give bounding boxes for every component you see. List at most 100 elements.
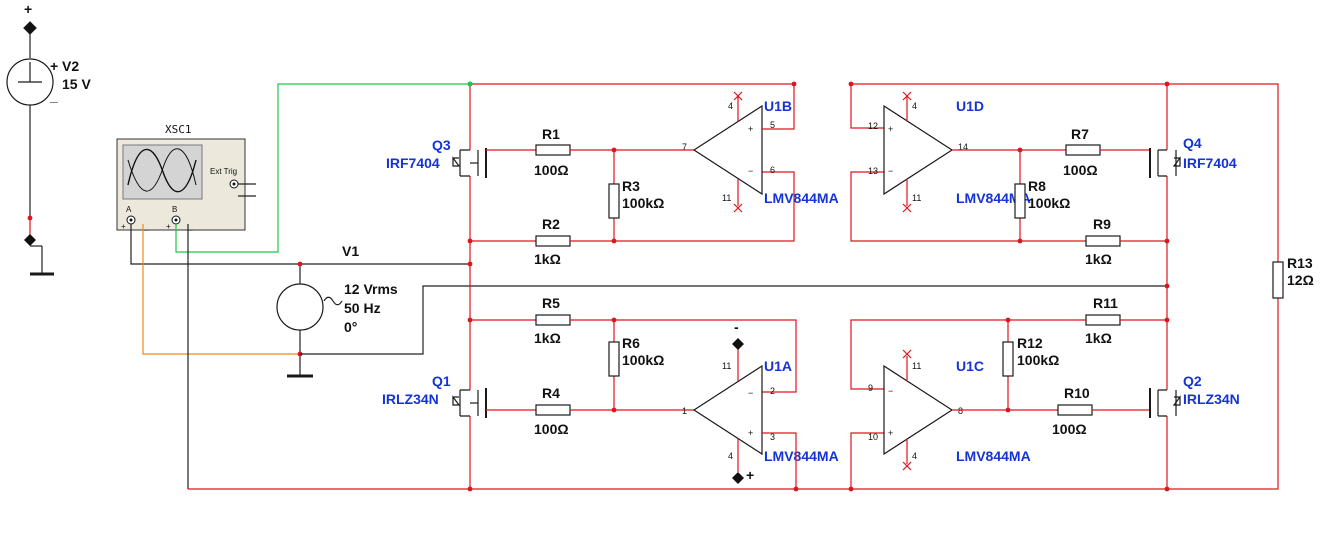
v1-ac-source[interactable]: V1 12 Vrms 50 Hz 0°	[276, 243, 398, 378]
r11-value: 1kΩ	[1085, 330, 1112, 346]
wire-u1a-inp	[762, 432, 797, 489]
r13-name: R13	[1287, 255, 1313, 271]
u1b-part: LMV844MA	[764, 190, 839, 206]
r6-resistor[interactable]: R6 100kΩ	[608, 335, 664, 377]
r6-name: R6	[622, 335, 640, 351]
r1-name: R1	[542, 126, 560, 142]
r12-body	[1002, 341, 1014, 377]
scope-ch-b-pin	[174, 218, 178, 222]
u1a-pin-vm: 4	[728, 451, 733, 461]
q2-name: Q2	[1183, 373, 1202, 389]
r11-name: R11	[1093, 295, 1118, 311]
q2-part: IRLZ34N	[1183, 391, 1240, 407]
r5-resistor[interactable]: R5 1kΩ	[534, 295, 571, 346]
u1d-triangle	[883, 104, 954, 196]
u1c-pin-vm: 4	[912, 451, 917, 461]
scope-wave-2	[127, 148, 197, 192]
junction-v1	[467, 261, 473, 267]
u1b-opamp[interactable]: U1B LMV844MA 7 5 6 4 11 + −	[682, 91, 839, 213]
junction-bottom-left	[467, 486, 473, 492]
u1b-minus-sign: −	[748, 166, 753, 176]
u1a-minus-sign: −	[748, 388, 753, 398]
r7-name: R7	[1071, 126, 1089, 142]
top-rail-right	[851, 83, 1279, 262]
u1c-pin-inp: 10	[868, 432, 878, 442]
r9-body	[1085, 235, 1121, 247]
wire-u1c-inm	[850, 319, 1086, 390]
r8-body	[1014, 183, 1026, 219]
r9-resistor[interactable]: R9 1kΩ	[1085, 216, 1121, 267]
r9-value: 1kΩ	[1085, 251, 1112, 267]
wire-u1c-inp	[850, 432, 884, 489]
scope-b-plus: +	[166, 222, 171, 231]
r3-value: 100kΩ	[622, 195, 664, 211]
u1a-pin-inp: 3	[770, 432, 775, 442]
scope-ext-trig-pin	[232, 182, 236, 186]
r12-resistor[interactable]: R12 100kΩ	[1002, 335, 1059, 377]
r8-resistor[interactable]: R8 100kΩ	[1014, 178, 1070, 219]
q3-leads	[460, 149, 470, 177]
u1a-bottom-supply-icon[interactable]	[732, 472, 744, 484]
u1b-name: U1B	[764, 98, 792, 114]
r13-value: 12Ω	[1287, 272, 1314, 288]
q1-name: Q1	[432, 373, 451, 389]
u1c-triangle	[883, 364, 954, 456]
r10-name: R10	[1064, 385, 1090, 401]
q4-mosfet[interactable]: Q4 IRF7404	[1149, 135, 1237, 178]
u1d-pin-vm: 11	[912, 193, 921, 203]
r13-body	[1272, 261, 1284, 299]
q1-mosfet[interactable]: Q1 IRLZ34N	[382, 373, 487, 418]
v1-frequency: 50 Hz	[344, 300, 381, 316]
r5-value: 1kΩ	[534, 330, 561, 346]
v2-bottom-terminal[interactable]	[24, 234, 36, 246]
v2-top-sign: +	[24, 1, 32, 17]
r1-resistor[interactable]: R1 100Ω	[534, 126, 571, 178]
r10-resistor[interactable]: R10 100Ω	[1052, 385, 1093, 437]
r2-value: 1kΩ	[534, 251, 561, 267]
junction-top-left	[467, 81, 473, 87]
r13-resistor[interactable]: R13 12Ω	[1272, 255, 1314, 299]
r1-value: 100Ω	[534, 162, 569, 178]
u1c-opamp[interactable]: U1C LMV844MA 9 10 8 11 4 − +	[868, 349, 1031, 471]
v2-name: V2	[62, 58, 79, 74]
q2-mosfet[interactable]: Q2 IRLZ34N	[1149, 373, 1240, 418]
q4-leads	[1158, 149, 1167, 177]
u1c-minus-sign: −	[888, 386, 893, 396]
u1a-pin-inm: 2	[770, 386, 775, 396]
oscilloscope[interactable]: XSC1 Ext Trig A B + _ + _	[116, 123, 256, 231]
u1d-plus-sign: +	[888, 124, 893, 134]
wire-u1d-inm	[850, 171, 1086, 242]
q3-diode-icon	[452, 156, 461, 167]
r2-resistor[interactable]: R2 1kΩ	[534, 216, 571, 267]
u1c-nc-top-icon2	[902, 349, 912, 359]
q3-mosfet[interactable]: Q3 IRF7404	[386, 137, 487, 178]
u1a-opamp[interactable]: U1A LMV844MA 1 2 3 11 4 − + - +	[682, 319, 839, 484]
scope-a-minus: _	[143, 222, 149, 231]
v2-value: 15 V	[62, 76, 91, 92]
u1c-pin-inm: 9	[868, 383, 873, 393]
r3-resistor[interactable]: R3 100kΩ	[608, 178, 664, 219]
u1d-minus-sign: −	[888, 166, 893, 176]
u1d-nc-bottom-icon2	[902, 203, 912, 213]
v1-name: V1	[342, 243, 359, 259]
r5-name: R5	[542, 295, 560, 311]
u1c-name: U1C	[956, 358, 984, 374]
r4-resistor[interactable]: R4 100Ω	[534, 385, 571, 437]
u1b-triangle	[692, 104, 763, 196]
u1b-pin-vm: 11	[722, 193, 731, 203]
u1b-pin-out: 7	[682, 142, 687, 152]
r11-resistor[interactable]: R11 1kΩ	[1085, 295, 1121, 346]
wire-u1d-inp	[850, 84, 884, 129]
u1a-top-supply-icon[interactable]	[732, 338, 744, 350]
v1-symbol	[276, 283, 324, 331]
v2-top-terminal[interactable]	[23, 21, 37, 35]
r7-resistor[interactable]: R7 100Ω	[1063, 126, 1101, 178]
scope-ext-trig: Ext Trig	[210, 167, 237, 176]
q1-part: IRLZ34N	[382, 391, 439, 407]
v2-source[interactable]: + + V2 15 V _	[6, 1, 91, 276]
q4-diode-icon	[1172, 156, 1181, 167]
u1a-top-supply-sign: -	[734, 319, 739, 335]
u1d-opamp[interactable]: U1D LMV844MA 12 13 14 4 11 + −	[868, 91, 1031, 213]
q2-diode-icon	[1172, 395, 1181, 406]
